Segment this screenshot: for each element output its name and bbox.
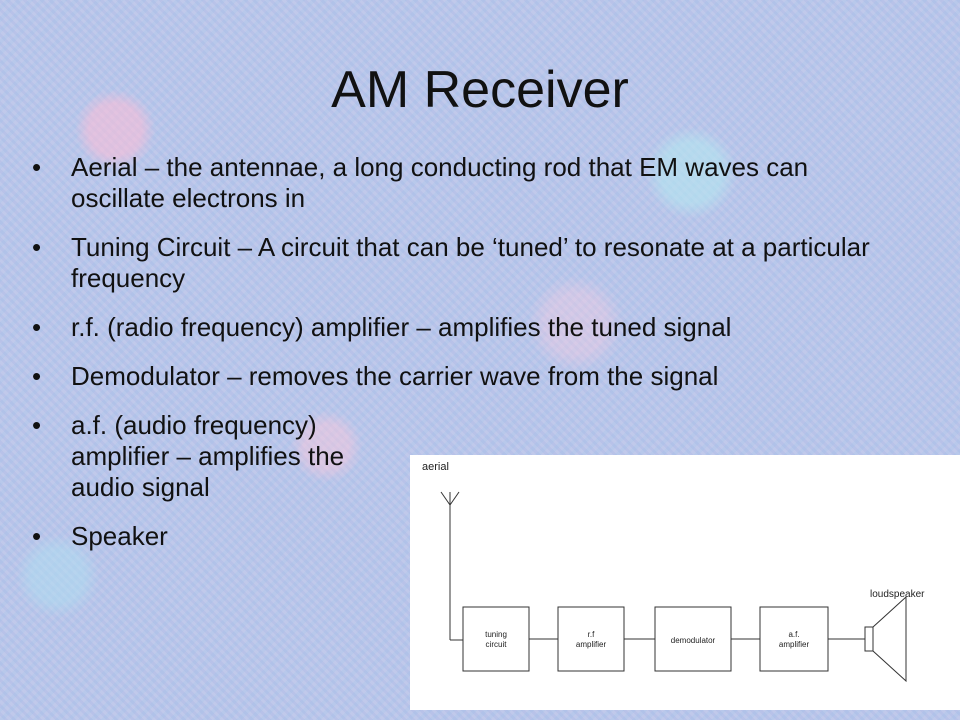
rf-amplifier-label-1: r.f: [588, 630, 595, 639]
demodulator-label: demodulator: [671, 636, 716, 645]
slide-title: AM Receiver: [331, 61, 629, 119]
aerial-label: aerial: [422, 461, 449, 473]
bullet-dot: •: [32, 521, 42, 551]
bullet-text: r.f. (radio frequency) amplifier – ampli…: [71, 312, 732, 342]
af-amplifier-label-2: amplifier: [779, 640, 810, 649]
tuning-circuit-block: [462, 606, 530, 672]
block-diagram-svg: aerial tuning circuit r.f amplifier demo…: [422, 461, 925, 683]
bullet-text: Speaker: [71, 521, 168, 551]
tuning-circuit-label-2: circuit: [486, 640, 508, 649]
bullet-tuning-circuit: • Tuning Circuit – A circuit that can be …: [28, 232, 908, 294]
bullet-text: Demodulator – removes the carrier wave f…: [71, 361, 719, 391]
tuning-circuit-label-1: tuning: [485, 630, 507, 639]
loudspeaker-icon: [864, 595, 907, 683]
bullet-dot: •: [32, 312, 42, 342]
rf-amplifier-block: [557, 606, 625, 672]
bullet-dot: •: [32, 361, 42, 391]
bullet-speaker: • Speaker: [28, 521, 908, 552]
receiver-block-diagram: aerial tuning circuit r.f amplifier demo…: [410, 455, 960, 710]
af-amplifier-block: [759, 606, 829, 672]
bullet-text: Tuning Circuit – A circuit that can be ‘…: [71, 232, 870, 293]
af-amplifier-label-1: a.f.: [788, 630, 799, 639]
bullet-af-amplifier: • a.f. (audio frequency) amplifier – ampl…: [28, 410, 411, 503]
bullet-rf-amplifier: • r.f. (radio frequency) amplifier – ampl…: [28, 312, 908, 343]
bullet-aerial: • Aerial – the antennae, a long conductin…: [28, 152, 908, 214]
bullet-dot: •: [32, 410, 42, 440]
bullet-dot: •: [32, 152, 42, 182]
bullet-text: Aerial – the antennae, a long conducting…: [71, 152, 809, 213]
bullet-demodulator: • Demodulator – removes the carrier wave …: [28, 361, 908, 392]
bullet-text: a.f. (audio frequency) amplifier – ampli…: [71, 410, 345, 502]
rf-amplifier-label-2: amplifier: [576, 640, 607, 649]
bullet-list: • Aerial – the antennae, a long conductin…: [28, 152, 908, 570]
aerial-icon: [440, 491, 463, 641]
loudspeaker-label: loudspeaker: [870, 589, 925, 600]
bullet-dot: •: [32, 232, 42, 262]
